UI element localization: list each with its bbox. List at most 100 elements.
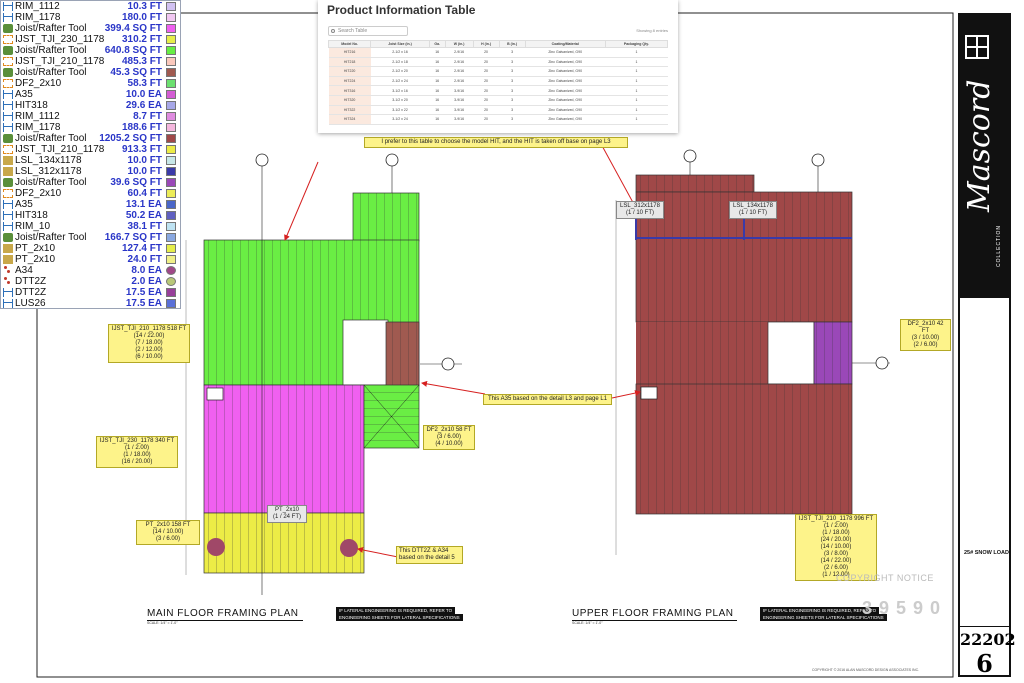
takeoff-item-name: DF2_2x10 xyxy=(15,188,62,199)
takeoff-item-quantity: 310.2 FT xyxy=(121,34,162,45)
color-swatch[interactable] xyxy=(166,134,176,143)
lsl-134-callout[interactable]: LSL_134x1178 (1 / 10 FT) xyxy=(729,201,777,219)
column-header[interactable]: B (in.) xyxy=(498,40,526,48)
table-cell: 2-1/2 x 20 xyxy=(370,66,430,77)
pt-2x10-callout[interactable]: PT_2x10 (1 / 24 FT) xyxy=(267,505,307,523)
table-cell: Zinc Galvanized, G90 xyxy=(525,105,606,116)
color-swatch[interactable] xyxy=(166,79,176,88)
color-swatch[interactable] xyxy=(166,299,176,308)
takeoff-ijst-210-upper[interactable]: IJST_TJI_210_1178 996 FT (1 / 2.00) (1 /… xyxy=(795,514,877,581)
color-swatch[interactable] xyxy=(166,266,176,275)
color-swatch[interactable] xyxy=(166,123,176,132)
lsl-312-callout[interactable]: LSL_312x1178 (1 / 10 FT) xyxy=(616,201,664,219)
takeoff-ijst-230-main[interactable]: IJST_TJI_230_1178 340 FT (1 / 2.00) (1 /… xyxy=(96,436,178,468)
upper-floor-scale: SCALE: 1/4" = 1'-0" xyxy=(572,621,603,625)
takeoff-item-name: IJST_TJI_210_1178 xyxy=(15,144,105,155)
color-swatch[interactable] xyxy=(166,46,176,55)
color-swatch[interactable] xyxy=(166,13,176,22)
column-header[interactable]: Coating/Material xyxy=(524,40,606,48)
color-swatch[interactable] xyxy=(166,233,176,242)
dtt2z-a34-note[interactable]: This DTT2Z & A34 based on the detail 5 xyxy=(396,546,463,564)
column-header[interactable]: Joist Size (in.) xyxy=(370,40,430,48)
column-header[interactable]: W (in.) xyxy=(444,40,474,48)
color-swatch[interactable] xyxy=(166,68,176,77)
color-swatch[interactable] xyxy=(166,57,176,66)
column-header[interactable]: Model No. xyxy=(327,40,372,48)
lumber-measure-icon xyxy=(3,244,13,253)
color-swatch[interactable] xyxy=(166,288,176,297)
color-swatch[interactable] xyxy=(166,24,176,33)
table-cell: 1 xyxy=(605,114,668,125)
pline-measure-icon xyxy=(3,200,13,209)
takeoff-item-quantity: 10.0 FT xyxy=(127,166,162,177)
color-swatch[interactable] xyxy=(166,222,176,231)
color-swatch[interactable] xyxy=(166,101,176,110)
color-swatch[interactable] xyxy=(166,200,176,209)
color-swatch[interactable] xyxy=(166,211,176,220)
takeoff-df2-upper[interactable]: DF2_2x10 42 FT (3 / 10.00) (2 / 6.00) xyxy=(900,319,951,351)
hit-note[interactable]: I prefer to this table to choose the mod… xyxy=(364,137,628,148)
color-swatch[interactable] xyxy=(166,2,176,11)
column-header[interactable]: Packaging Qty. xyxy=(604,40,669,48)
takeoff-pt-main[interactable]: PT_2x10 158 FT (14 / 10.00) (3 / 6.00) xyxy=(136,520,200,545)
pline-measure-icon xyxy=(3,299,13,308)
color-swatch[interactable] xyxy=(166,145,176,154)
takeoff-item-quantity: 24.0 FT xyxy=(127,254,162,265)
a35-note[interactable]: This A35 based on the detail L3 and page… xyxy=(483,394,612,405)
color-swatch[interactable] xyxy=(166,277,176,286)
color-swatch[interactable] xyxy=(166,112,176,121)
takeoff-df2-main[interactable]: DF2_2x10 58 FT (3 / 6.00) (4 / 10.00) xyxy=(423,425,475,450)
product-table-search-input[interactable]: Search Table xyxy=(328,26,408,36)
column-header[interactable]: Ga. xyxy=(428,40,446,48)
takeoff-ijst-210-main[interactable]: IJST_TJI_210_1178 518 FT (14 / 22.00) (7… xyxy=(108,324,190,363)
table-cell: 3-1/2 x 16 xyxy=(370,85,430,96)
color-swatch[interactable] xyxy=(166,90,176,99)
color-swatch[interactable] xyxy=(166,167,176,176)
color-swatch[interactable] xyxy=(166,156,176,165)
color-swatch[interactable] xyxy=(166,189,176,198)
color-swatch[interactable] xyxy=(166,178,176,187)
color-swatch[interactable] xyxy=(166,35,176,44)
plan-watermark-number: 3 9 5 9 0 xyxy=(862,598,942,618)
color-swatch[interactable] xyxy=(166,255,176,264)
color-swatch[interactable] xyxy=(166,244,176,253)
column-header[interactable]: H (in.) xyxy=(472,40,500,48)
